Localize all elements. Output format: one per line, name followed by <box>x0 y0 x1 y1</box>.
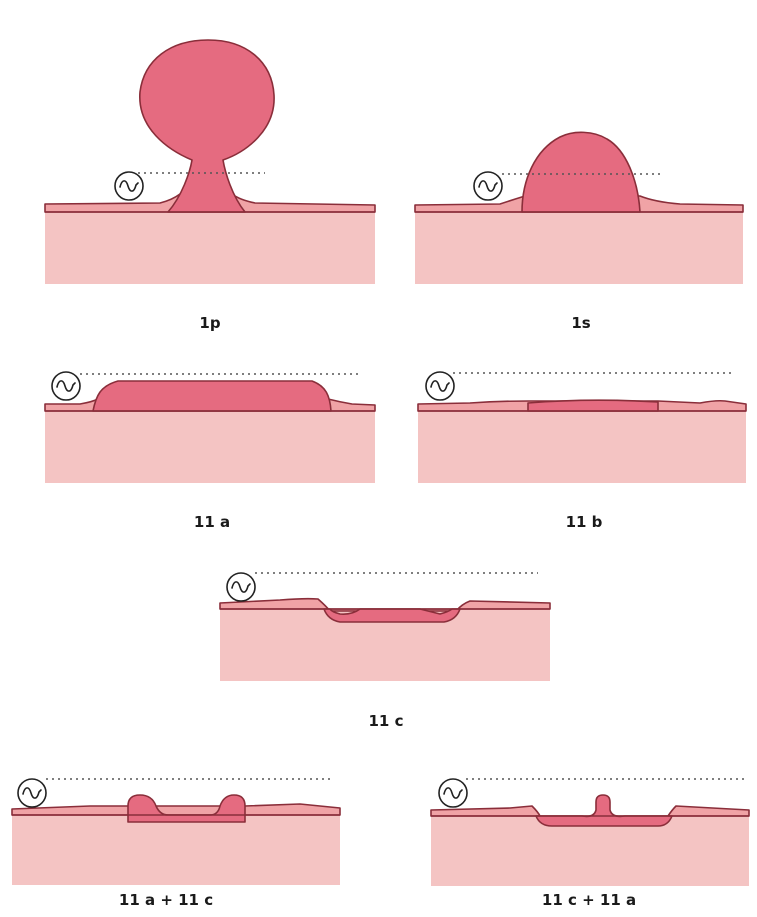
label-1s: 1s <box>571 314 590 332</box>
pedunculated-polyp <box>140 40 274 212</box>
slightly-elevated-lesion <box>93 381 331 411</box>
endoscope-probe-icon <box>227 573 255 601</box>
panel-1s: 1s <box>415 132 743 332</box>
panel-1p: 1p <box>45 40 375 332</box>
mucosa-layer <box>45 212 375 284</box>
mucosa-layer <box>12 815 340 885</box>
surface-layer <box>431 806 749 816</box>
endoscope-probe-icon <box>439 779 467 807</box>
mucosa-layer <box>45 411 375 483</box>
depressed-elevated-lesion <box>536 795 672 826</box>
sessile-lesion <box>522 132 640 212</box>
endoscope-probe-icon <box>426 372 454 400</box>
panel-11a-11c: 11 a + 11 c <box>12 779 340 909</box>
label-11b: 11 b <box>566 513 603 531</box>
endoscope-probe-icon <box>115 172 143 200</box>
endoscope-probe-icon <box>474 172 502 200</box>
panel-11b: 11 b <box>418 372 746 531</box>
mucosa-layer <box>415 212 743 284</box>
label-11c: 11 c <box>369 712 404 730</box>
label-11a-11c: 11 a + 11 c <box>119 891 213 909</box>
endoscope-probe-icon <box>18 779 46 807</box>
label-11c-11a: 11 c + 11 a <box>542 891 636 909</box>
flat-lesion <box>528 400 658 411</box>
surface-layer <box>12 804 340 815</box>
panel-11c: 11 c <box>220 573 550 730</box>
label-1p: 1p <box>199 314 220 332</box>
label-11a: 11 a <box>194 513 230 531</box>
mucosa-layer <box>418 411 746 483</box>
endoscope-probe-icon <box>52 372 80 400</box>
panel-11c-11a: 11 c + 11 a <box>431 779 749 909</box>
panel-11a: 11 a <box>45 372 375 531</box>
